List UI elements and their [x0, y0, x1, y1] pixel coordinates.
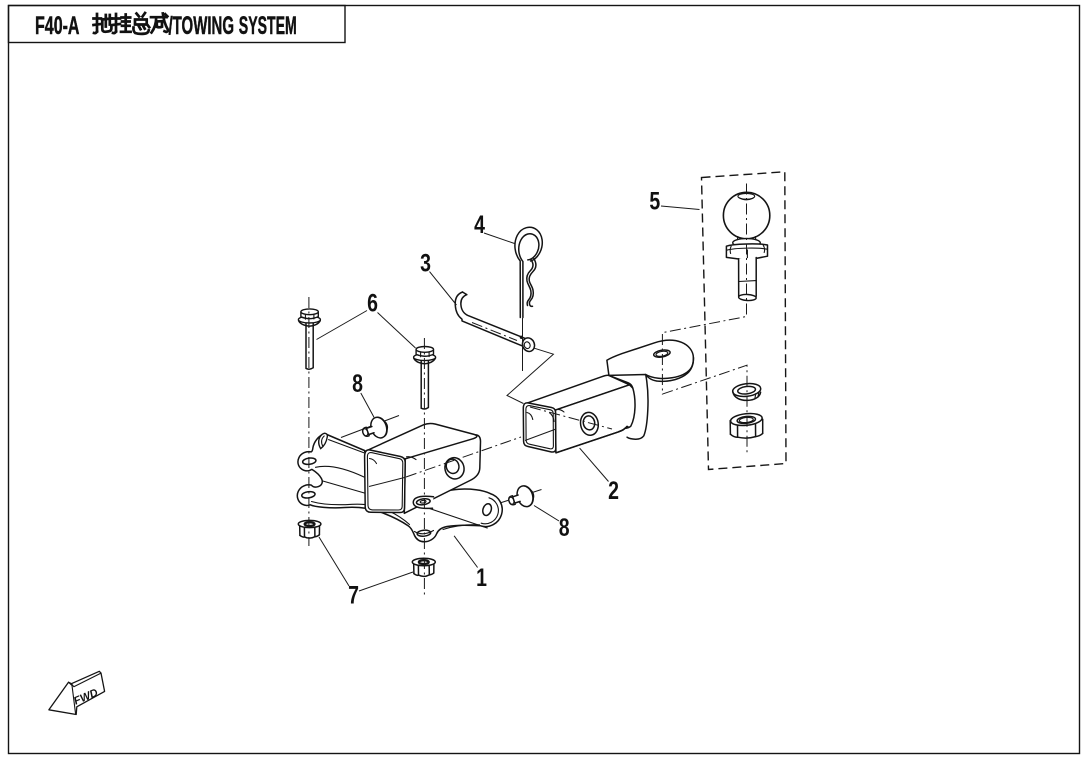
svg-text:4: 4: [474, 211, 485, 239]
svg-text:6: 6: [367, 289, 378, 317]
svg-text:/TOWING: /TOWING: [169, 12, 235, 40]
svg-text:8: 8: [352, 369, 363, 397]
svg-text:F40-A: F40-A: [35, 12, 80, 40]
svg-text:8: 8: [559, 513, 570, 541]
svg-text:2: 2: [608, 477, 619, 505]
svg-text:1: 1: [476, 564, 487, 592]
svg-text:5: 5: [649, 187, 660, 215]
svg-text:3: 3: [420, 249, 431, 277]
svg-text:SYSTEM: SYSTEM: [239, 12, 297, 40]
svg-text:7: 7: [348, 581, 359, 609]
